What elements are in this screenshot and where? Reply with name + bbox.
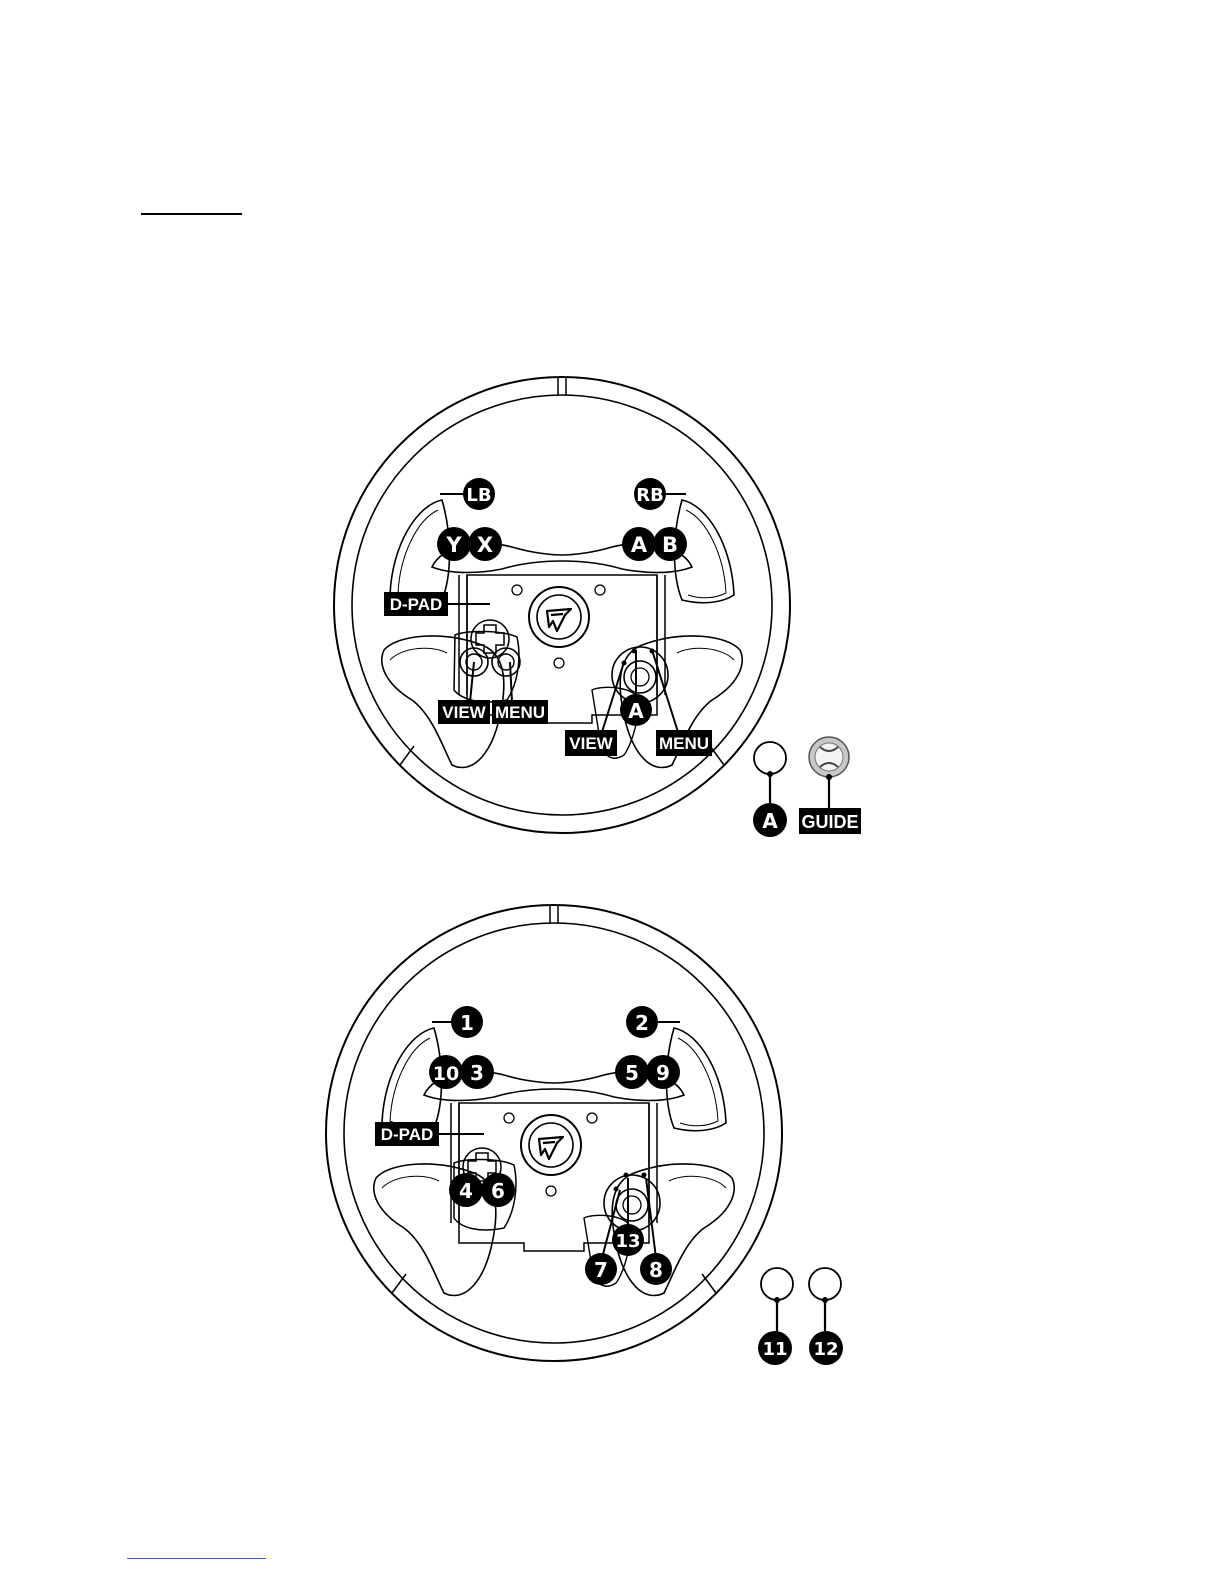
svg-text:B: B	[662, 533, 678, 557]
badge-b: B	[653, 527, 687, 561]
thrustmaster-logo-icon-2	[539, 1137, 563, 1159]
svg-text:VIEW: VIEW	[569, 734, 613, 753]
badge-1: 1	[451, 1006, 483, 1038]
badge-4: 4	[449, 1173, 483, 1207]
side-button-12: 12	[809, 1268, 843, 1365]
svg-text:GUIDE: GUIDE	[801, 812, 858, 832]
svg-text:8: 8	[649, 1258, 663, 1282]
svg-text:A: A	[762, 809, 778, 833]
svg-text:X: X	[477, 533, 493, 557]
svg-text:Y: Y	[445, 533, 462, 557]
badge-7: 7	[585, 1253, 617, 1285]
svg-text:2: 2	[635, 1011, 649, 1035]
svg-text:D-PAD: D-PAD	[381, 1125, 434, 1144]
label-dpad-1: D-PAD	[384, 592, 448, 616]
svg-text:RB: RB	[636, 485, 664, 506]
side-button-guide: GUIDE	[799, 737, 861, 834]
badge-8: 8	[640, 1253, 672, 1285]
badge-3: 3	[460, 1055, 494, 1089]
svg-text:4: 4	[459, 1179, 473, 1203]
thrustmaster-logo-icon	[547, 609, 571, 631]
svg-text:5: 5	[625, 1061, 639, 1085]
label-menu-left: MENU	[492, 700, 548, 724]
side-button-a: A	[753, 742, 787, 837]
label-view-right: VIEW	[565, 730, 617, 756]
label-view-left: VIEW	[438, 700, 490, 724]
svg-text:7: 7	[594, 1258, 608, 1282]
svg-text:6: 6	[491, 1179, 505, 1203]
badge-13: 13	[612, 1224, 644, 1256]
badge-y: Y	[437, 527, 471, 561]
svg-text:D-PAD: D-PAD	[390, 595, 443, 614]
label-dpad-2: D-PAD	[375, 1122, 439, 1146]
label-menu-right: MENU	[656, 730, 712, 756]
badge-10: 10	[429, 1055, 463, 1089]
badge-rb: RB	[634, 478, 666, 510]
svg-text:MENU: MENU	[495, 703, 545, 722]
svg-text:A: A	[628, 699, 644, 723]
badge-a: A	[622, 527, 656, 561]
svg-text:11: 11	[762, 1339, 787, 1360]
svg-text:MENU: MENU	[659, 734, 709, 753]
svg-text:13: 13	[615, 1231, 640, 1252]
svg-text:10: 10	[433, 1063, 459, 1085]
badge-a-center: A	[620, 694, 652, 726]
badge-9: 9	[646, 1055, 680, 1089]
xbox-guide-icon	[809, 737, 849, 777]
svg-text:12: 12	[813, 1339, 838, 1360]
badge-6: 6	[481, 1173, 515, 1207]
svg-text:A: A	[631, 533, 648, 557]
badge-lb: LB	[463, 478, 495, 510]
badge-2: 2	[626, 1006, 658, 1038]
badge-x: X	[468, 527, 502, 561]
badge-5: 5	[615, 1055, 649, 1089]
svg-text:9: 9	[656, 1061, 670, 1085]
side-button-11: 11	[758, 1268, 793, 1365]
svg-text:VIEW: VIEW	[442, 703, 486, 722]
svg-text:LB: LB	[466, 485, 491, 506]
svg-text:1: 1	[460, 1011, 474, 1035]
svg-text:3: 3	[470, 1061, 484, 1085]
